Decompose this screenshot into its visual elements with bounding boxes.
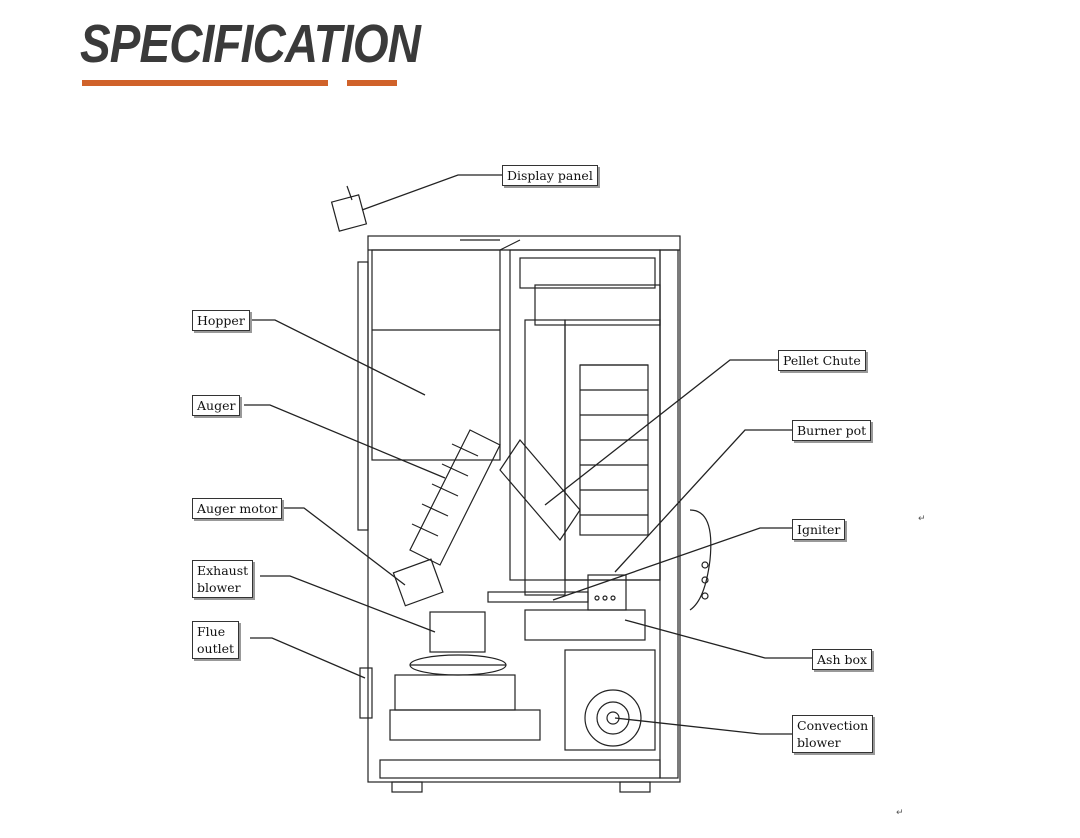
stove-drawing — [330, 185, 712, 793]
label-exhaust-blower-line-2: blower — [197, 580, 241, 595]
label-igniter: Igniter — [792, 519, 846, 540]
label-burner-pot: Burner pot — [792, 420, 872, 441]
label-exhaust-blower: Exhaust blower — [192, 560, 254, 598]
label-convection-blower: Convection blower — [792, 715, 874, 753]
title-underline-short — [347, 80, 397, 86]
page-title: SPECIFICATION — [80, 14, 421, 74]
label-exhaust-blower-line-1: Exhaust — [197, 563, 249, 578]
return-mark-2: ↵ — [896, 808, 904, 818]
label-flue-outlet: Flue outlet — [192, 621, 240, 659]
label-flue-outlet-line-1: Flue — [197, 624, 226, 639]
leader-lines — [244, 174, 812, 735]
label-auger-motor: Auger motor — [192, 498, 283, 519]
label-convection-blower-line-1: Convection — [797, 718, 869, 733]
label-ash-box: Ash box — [812, 649, 873, 670]
label-pellet-chute: Pellet Chute — [778, 350, 866, 371]
label-convection-blower-line-2: blower — [797, 735, 841, 750]
return-mark-1: ↵ — [918, 514, 926, 524]
title-underline-long — [82, 80, 328, 86]
label-auger: Auger — [192, 395, 241, 416]
label-flue-outlet-line-2: outlet — [197, 641, 235, 656]
label-hopper: Hopper — [192, 310, 250, 331]
label-display-panel: Display panel — [502, 165, 598, 186]
